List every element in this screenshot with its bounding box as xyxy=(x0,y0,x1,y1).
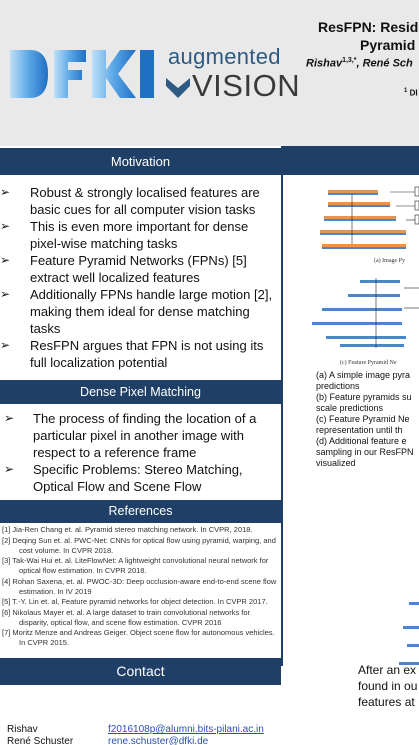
results-text: After an ex found in ou features at xyxy=(358,662,417,710)
motivation-item: ➢ Additionally FPNs handle large motion [… xyxy=(0,286,281,337)
chevron-icon xyxy=(166,78,190,98)
figure-description: (a) A simple image pyra predictions (b) … xyxy=(316,370,419,469)
title-line-2: Pyramid I xyxy=(360,37,419,53)
arrow-bullet-icon: ➢ xyxy=(4,462,15,476)
author-list: Rishav1,3,*, René Sch xyxy=(306,57,413,70)
partial-figure xyxy=(399,602,419,665)
description-line: sampling in our ResFPN xyxy=(316,447,414,457)
description-line: (a) A simple image pyra xyxy=(316,370,411,380)
description-line: (d) Additional feature e xyxy=(316,436,407,446)
motivation-item: ➢ This is even more important for dense p… xyxy=(0,218,281,252)
contact-email-link[interactable]: f2016108p@alumni.bits-pilani.ac.in xyxy=(108,724,264,735)
right-section-heading-bar xyxy=(283,146,419,175)
logo-text-augmented: augmented xyxy=(168,44,281,69)
figure-caption-a: (a) Image Py xyxy=(374,257,405,264)
description-line: (c) Feature Pyramid Ne xyxy=(316,414,410,424)
motivation-item-text: Robust & strongly localised features are… xyxy=(30,185,260,217)
dense-matching-item: ➢ The process of finding the location of … xyxy=(0,410,281,461)
motivation-list: ➢ Robust & strongly localised features ar… xyxy=(0,184,281,371)
image-pyramid-diagram xyxy=(320,186,419,249)
left-column: Motivation ➢ Robust & strongly localised … xyxy=(0,146,281,745)
contact-row: Rishav f2016108p@alumni.bits-pilani.ac.i… xyxy=(7,724,264,735)
affiliation-number: 1 xyxy=(404,88,408,94)
description-line: (b) Feature pyramids su xyxy=(316,392,412,402)
reference-item: [5] T.-Y. Lin et. al, Feature pyramid ne… xyxy=(2,597,268,606)
reference-item: [6] Nikolaus Mayer et. al. A large datas… xyxy=(2,607,251,627)
motivation-item: ➢ Feature Pyramid Networks (FPNs) [5] ext… xyxy=(0,252,281,286)
dfki-logo-mark xyxy=(10,50,154,98)
dense-matching-heading: Dense Pixel Matching xyxy=(0,380,281,404)
description-line: visualized xyxy=(316,458,356,468)
contact-name: Rishav xyxy=(7,724,38,735)
dense-matching-item: ➢ Specific Problems: Stereo Matching, Opt… xyxy=(0,461,281,495)
arrow-bullet-icon: ➢ xyxy=(0,219,11,233)
arrow-bullet-icon: ➢ xyxy=(0,253,11,267)
contact-name: René Schuster xyxy=(7,736,74,745)
reference-item: [1] Jia-Ren Chang et. al. Pyramid stereo… xyxy=(2,525,253,534)
poster-title: ResFPN: Resid Pyramid I xyxy=(318,18,419,54)
arrow-bullet-icon: ➢ xyxy=(0,185,11,199)
author-1: Rishav xyxy=(306,57,343,70)
arrow-bullet-icon: ➢ xyxy=(0,287,11,301)
reference-item: [2] Deqing Sun et. al. PWC-Net: CNNs for… xyxy=(2,535,276,555)
reference-item: [4] Rohan Saxena, et. al. PWOC-3D: Deep … xyxy=(2,576,277,596)
contact-heading: Contact xyxy=(0,658,281,685)
motivation-heading: Motivation xyxy=(0,148,281,175)
author-1-affil: 1,3,* xyxy=(342,57,357,64)
feature-pyramid-diagram xyxy=(312,278,419,348)
motivation-item-text: ResFPN argues that FPN is not using its … xyxy=(30,338,264,370)
author-separator: , xyxy=(356,57,363,70)
column-divider xyxy=(281,146,283,666)
arrow-bullet-icon: ➢ xyxy=(4,411,15,425)
motivation-item-text: Additionally FPNs handle large motion [2… xyxy=(30,287,273,336)
results-line: features at xyxy=(358,695,415,709)
dense-matching-list: ➢ The process of finding the location of … xyxy=(0,410,281,495)
motivation-item-text: Feature Pyramid Networks (FPNs) [5] extr… xyxy=(30,253,247,285)
motivation-item: ➢ Robust & strongly localised features ar… xyxy=(0,184,281,218)
references-list: [1] Jia-Ren Chang et. al. Pyramid stereo… xyxy=(2,525,279,649)
poster-header: augmented VISION ResFPN: Resid Pyramid I… xyxy=(0,0,419,146)
arrow-bullet-icon: ➢ xyxy=(0,338,11,352)
description-line: representation until th xyxy=(316,425,403,435)
contact-email-link[interactable]: rene.schuster@dfki.de xyxy=(108,736,209,745)
title-line-1: ResFPN: Resid xyxy=(318,19,419,35)
reference-item: [3] Tak-Wai Hui et. al. LiteFlowNet: A l… xyxy=(2,556,269,575)
references-heading: References xyxy=(0,500,281,523)
logo-text-vision: VISION xyxy=(192,68,301,103)
author-2: René Sch xyxy=(362,57,413,70)
results-line: found in ou xyxy=(358,679,418,693)
motivation-item: ➢ ResFPN argues that FPN is not using its… xyxy=(0,337,281,371)
pyramid-figure: (a) Image Py (c) Feature Pyramid Ne xyxy=(312,186,419,366)
contact-row: René Schuster rene.schuster@dfki.de xyxy=(7,736,208,745)
description-line: scale predictions xyxy=(316,403,384,413)
dfki-logo: augmented VISION xyxy=(8,44,300,104)
figure-caption-c: (c) Feature Pyramid Ne xyxy=(340,359,397,366)
dense-matching-item-text: Specific Problems: Stereo Matching, Opti… xyxy=(33,462,243,494)
description-line: predictions xyxy=(316,381,360,391)
motivation-item-text: This is even more important for dense pi… xyxy=(30,219,249,251)
dense-matching-item-text: The process of finding the location of a… xyxy=(33,411,257,460)
affiliation: 1 DI xyxy=(404,88,418,98)
reference-item: [7] Moritz Menze and Andreas Geiger. Obj… xyxy=(2,628,275,647)
affiliation-text: DI xyxy=(409,88,418,98)
results-line: After an ex xyxy=(358,663,417,677)
